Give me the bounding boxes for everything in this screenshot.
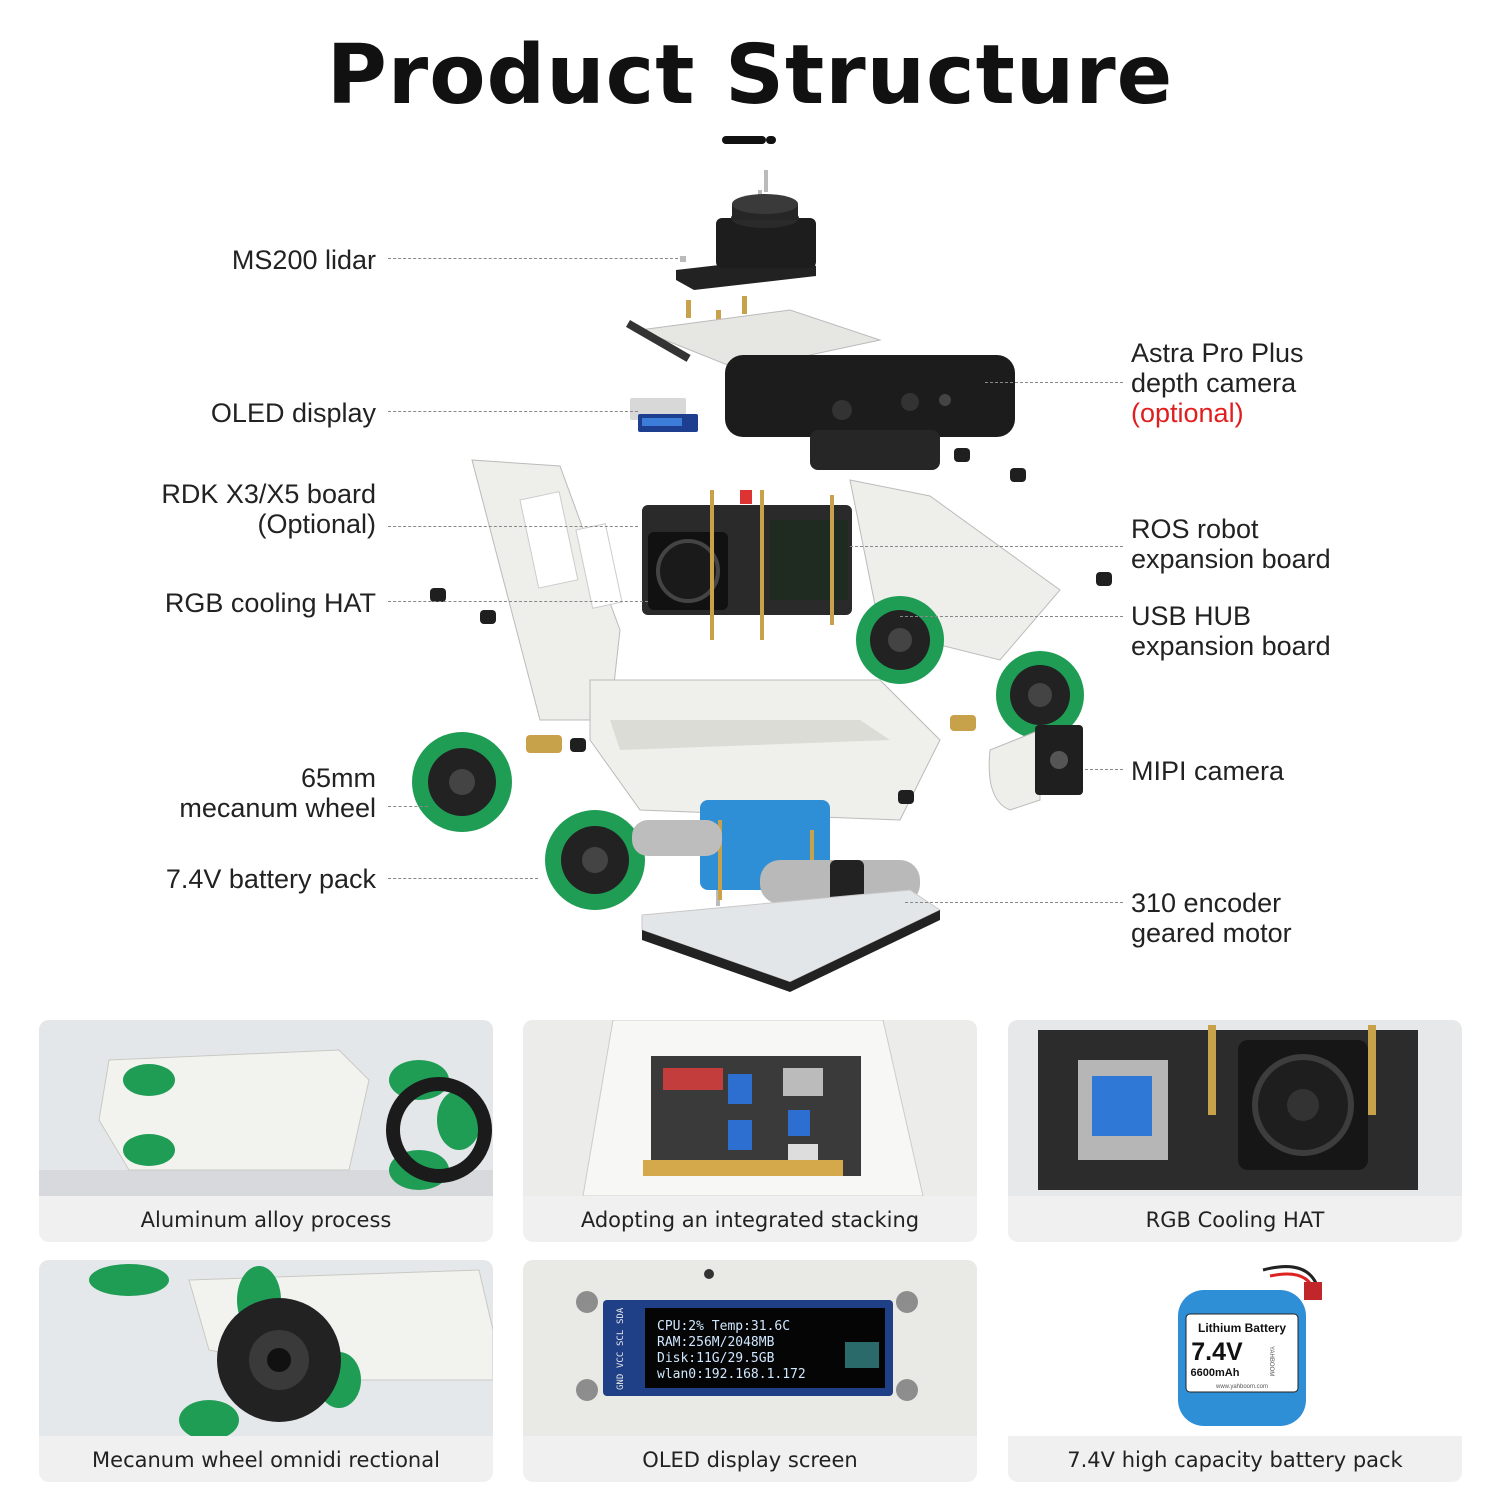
leader-ros: [850, 546, 1123, 547]
mecanum-wheel-right-rear: [856, 596, 944, 684]
feature-card-battery: Lithium Battery 7.4V 6600mAh www.yahboom…: [1008, 1260, 1462, 1482]
leader-cooling: [388, 601, 648, 602]
photo-mecanum-wheel: [39, 1260, 493, 1436]
mecanum-wheel-left-front: [545, 810, 645, 910]
label-usb-line1: USB HUB: [1131, 601, 1252, 631]
leader-motor: [905, 902, 1123, 903]
feature-card-cooling: RGB Cooling HAT: [1008, 1020, 1462, 1242]
leader-oled: [388, 411, 638, 412]
label-wheel-line2: mecanum wheel: [179, 793, 376, 823]
label-lidar: MS200 lidar: [231, 245, 376, 275]
mipi-camera-part: [988, 725, 1083, 811]
leader-wheel: [388, 806, 428, 807]
oled-line-disk: Disk:11G/29.5GB: [657, 1351, 775, 1366]
feature-card-oled: GND VCC SCL SDA CPU:2% Temp:31.6C RAM:25…: [523, 1260, 977, 1482]
photo-aluminum-chassis: [39, 1020, 493, 1196]
caption-stacking: Adopting an integrated stacking architec…: [580, 1208, 920, 1232]
label-rdk-line1: RDK X3/X5 board: [161, 479, 376, 509]
photo-oled-screen: GND VCC SCL SDA CPU:2% Temp:31.6C RAM:25…: [523, 1260, 977, 1436]
page-title: Product Structure: [326, 28, 1174, 123]
encoder-motor-part: [632, 820, 920, 904]
label-wheel-line1: 65mm: [300, 763, 376, 793]
leader-mipi: [1085, 769, 1123, 770]
label-ros-line2: expansion board: [1131, 544, 1331, 574]
photo-cooling-hat: [1008, 1020, 1462, 1196]
leader-usb: [900, 616, 1123, 617]
label-mipi-camera: MIPI camera: [1131, 756, 1285, 786]
feature-card-stacking: Adopting an integrated stacking architec…: [523, 1020, 977, 1242]
label-mecanum-wheel: 65mm mecanum wheel: [179, 763, 376, 823]
battery-capacity: 6600mAh: [1191, 1367, 1240, 1379]
mecanum-wheel-right-front: [996, 651, 1084, 739]
oled-pin-scl: SCL: [616, 1330, 626, 1346]
mecanum-wheel-left-rear: [412, 732, 512, 832]
robot-illustration: [412, 170, 1148, 992]
caption-mecanum: Mecanum wheel omnidi rectional movement: [92, 1448, 440, 1472]
battery-url: www.yahboom.com: [1215, 1384, 1268, 1390]
label-astra-line1: Astra Pro Plus: [1131, 338, 1304, 368]
label-usb-line2: expansion board: [1131, 631, 1331, 661]
label-motor-line2: geared motor: [1131, 918, 1292, 948]
feature-card-mecanum: Mecanum wheel omnidi rectional movement: [39, 1260, 493, 1482]
leader-lidar: [388, 258, 678, 259]
exploded-robot-diagram: [380, 160, 1148, 1000]
oled-pin-gnd: GND: [616, 1374, 626, 1390]
battery-brand: YAHBOOM: [1268, 1346, 1274, 1376]
photo-stacking: [523, 1020, 977, 1196]
caption-aluminum: Aluminum alloy process: [140, 1208, 392, 1232]
title-underline-dot: [766, 136, 776, 144]
leader-astra: [985, 382, 1123, 383]
label-rdk-line2: (Optional): [257, 509, 376, 539]
label-astra-optional: (optional): [1131, 398, 1244, 428]
leader-battery: [388, 878, 538, 879]
oled-pin-sda: SDA: [616, 1307, 626, 1324]
label-ros-board: ROS robot expansion board: [1131, 514, 1331, 574]
label-rdk-board: RDK X3/X5 board (Optional): [161, 479, 376, 539]
battery-voltage: 7.4V: [1191, 1338, 1243, 1366]
leader-rdk: [388, 526, 638, 527]
label-motor-line1: 310 encoder: [1131, 888, 1282, 918]
board-stack-part: [642, 490, 852, 640]
oled-line-wlan: wlan0:192.168.1.172: [657, 1367, 806, 1382]
title-underline: [722, 136, 766, 144]
oled-line-cpu: CPU:2% Temp:31.6C: [657, 1319, 790, 1334]
label-battery-pack: 7.4V battery pack: [165, 864, 376, 894]
battery-type: Lithium Battery: [1198, 1321, 1286, 1335]
label-usb-hub: USB HUB expansion board: [1131, 601, 1331, 661]
feature-card-aluminum: Aluminum alloy process: [39, 1020, 493, 1242]
caption-oled: OLED display screen: [642, 1448, 858, 1472]
label-oled: OLED display: [210, 398, 376, 428]
label-astra-line2: depth camera: [1131, 368, 1297, 398]
photo-battery-pack: Lithium Battery 7.4V 6600mAh www.yahboom…: [1008, 1260, 1462, 1436]
label-depth-camera: Astra Pro Plus depth camera (optional): [1131, 338, 1304, 428]
oled-pin-vcc: VCC: [616, 1352, 626, 1368]
depth-camera-part: [725, 355, 1015, 470]
lidar-part: [676, 194, 816, 290]
label-ros-line1: ROS robot: [1131, 514, 1259, 544]
oled-line-ram: RAM:256M/2048MB: [657, 1335, 775, 1350]
label-cooling-hat: RGB cooling HAT: [164, 588, 376, 618]
caption-cooling: RGB Cooling HAT: [1145, 1208, 1325, 1232]
caption-battery: 7.4V high capacity battery pack: [1067, 1448, 1403, 1472]
label-encoder-motor: 310 encoder geared motor: [1131, 888, 1292, 948]
